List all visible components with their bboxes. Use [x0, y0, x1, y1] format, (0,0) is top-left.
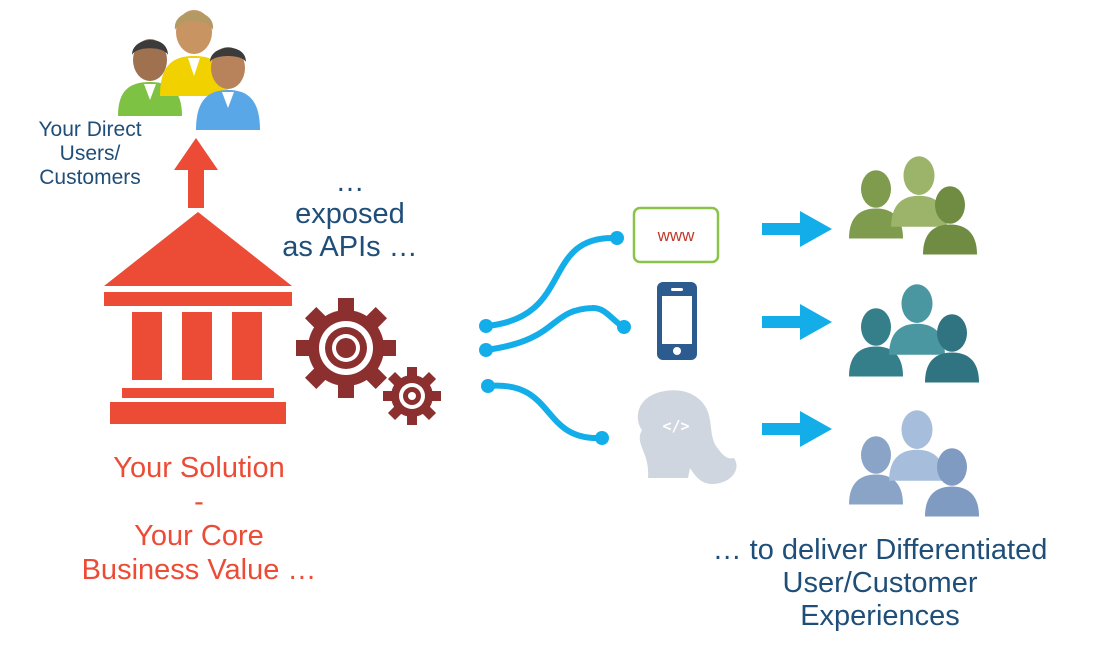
exposed-line-3: as APIs …: [282, 230, 418, 263]
arrow-right-icon-3: [762, 411, 832, 447]
bank-building-icon: [104, 212, 292, 424]
solution-line-2: -: [194, 485, 204, 518]
user-group-icon-teal: [849, 284, 979, 383]
user-figure-middle: [160, 10, 228, 96]
exposed-line-2: exposed: [295, 198, 405, 231]
solution-line-3: Your Core: [134, 519, 264, 552]
direct-users-label: Your Direct Users/ Customers: [20, 118, 160, 190]
direct-users-line-1: Your Direct: [38, 118, 142, 141]
direct-users-line-3: Customers: [39, 166, 141, 190]
developer-head-icon: </>: [637, 390, 737, 484]
delivery-arrows: [762, 211, 832, 447]
user-figure-right: [196, 47, 260, 130]
arrow-right-icon-2: [762, 304, 832, 340]
smartphone-icon: [657, 282, 697, 360]
api-connectors: [483, 234, 625, 442]
deliver-experiences-label: … to deliver Differentiated User/Custome…: [660, 534, 1100, 633]
gears-icon: [296, 298, 441, 425]
deliver-line-3: Experiences: [800, 600, 960, 633]
direct-users-group-icon: [118, 10, 260, 130]
user-group-icon-lightblue: [849, 410, 979, 517]
solution-line-4: Business Value …: [81, 553, 317, 586]
svg-text:</>: </>: [662, 417, 689, 435]
exposed-line-1: …: [335, 166, 365, 198]
browser-window-icon: [632, 206, 720, 264]
www-label: www: [657, 226, 695, 245]
solution-label: Your Solution - Your Core Business Value…: [54, 452, 344, 588]
exposed-as-apis-label: … exposed as APIs …: [262, 166, 438, 263]
user-group-icon-green: [849, 156, 977, 255]
deliver-line-1: … to deliver Differentiated: [712, 534, 1048, 566]
deliver-line-2: User/Customer: [782, 567, 978, 600]
direct-users-line-2: Users/: [59, 142, 121, 166]
solution-line-1: Your Solution: [113, 452, 285, 484]
up-arrow-icon: [174, 138, 218, 208]
connector-to-developer: [485, 382, 603, 442]
connector-to-web: [483, 234, 618, 329]
connector-to-mobile: [483, 305, 625, 353]
arrow-right-icon-1: [762, 211, 832, 247]
connector-dots: [479, 231, 631, 445]
